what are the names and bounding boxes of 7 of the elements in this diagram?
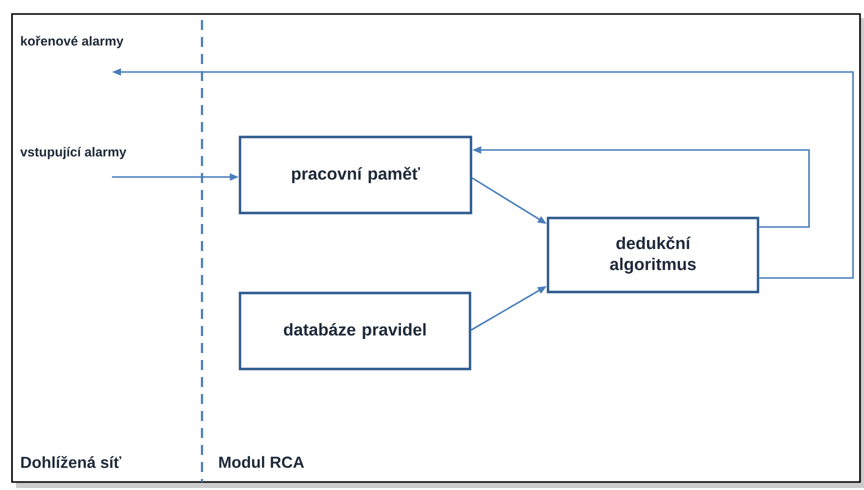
label: kořenové alarmy: [21, 36, 124, 48]
label: vstupující alarmy: [20, 146, 126, 160]
label: Modul RCA: [219, 456, 304, 468]
label: Dohlížená síť: [21, 456, 122, 468]
process-box: pracovní paměť: [238, 136, 472, 214]
process-box: dedukční algoritmus: [546, 216, 760, 294]
process-box: databáze pravidel: [238, 292, 472, 370]
